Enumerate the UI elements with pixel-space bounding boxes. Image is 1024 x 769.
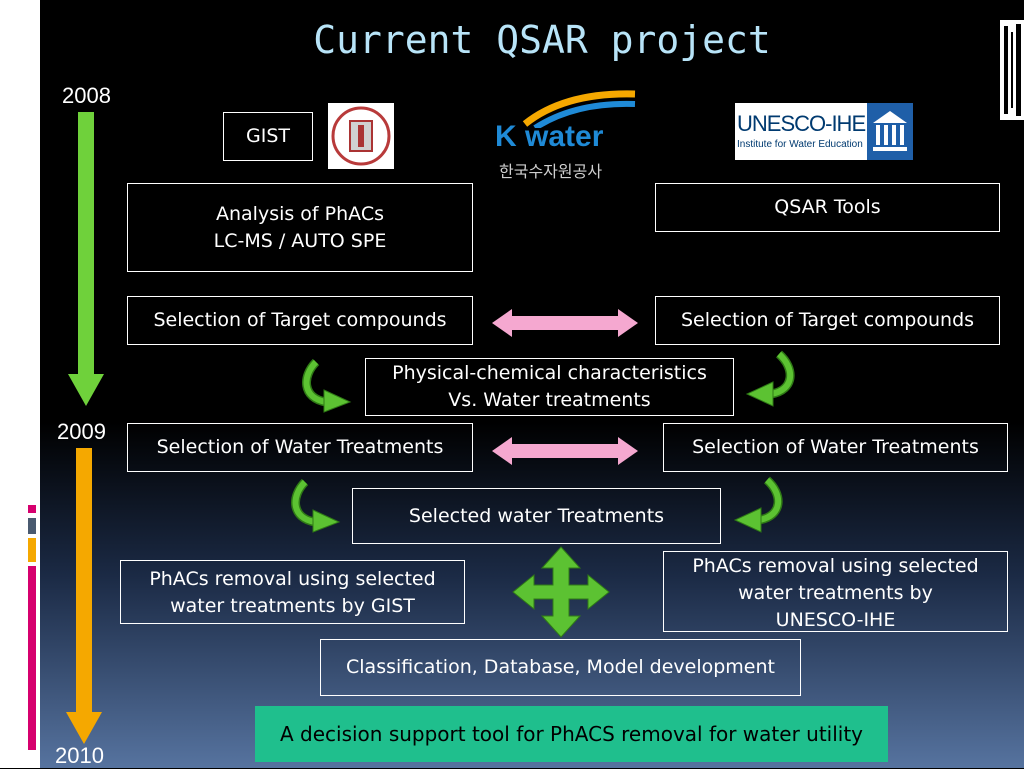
decorative-stripes [28,505,36,750]
double-arrow-icon [492,437,638,465]
double-arrow-icon [492,309,638,337]
decision-support-box: A decision support tool for PhACS remova… [255,706,888,762]
four-way-arrow-icon [512,546,610,638]
unesco-ihe-subtitle: Institute for Water Education [737,139,863,150]
analysis-line-2: LC-MS / AUTO SPE [213,229,387,252]
target-compounds-box-right: Selection of Target compounds [655,296,1000,345]
removal-unesco-line-2: water treatments by [738,582,933,604]
selected-treatments-label: Selected water Treatments [408,504,665,527]
analysis-box: Analysis of PhACs LC-MS / AUTO SPE [127,183,473,272]
timeline-arrow-2009-icon [66,448,102,744]
water-treatments-label-left: Selection of Water Treatments [156,436,444,458]
timeline-arrow-2008-icon [68,112,104,406]
kwater-name: K water [495,120,604,153]
physchem-line-2: Vs. Water treatments [448,389,651,411]
removal-gist-line-2: water treatments by GIST [170,595,415,617]
page-title: Current QSAR project [313,18,771,62]
selected-treatments-box: Selected water Treatments [352,488,721,544]
gist-label: GIST [246,125,290,147]
decision-support-label: A decision support tool for PhACS remova… [279,722,864,746]
removal-unesco-box: PhACs removal using selected water treat… [663,551,1008,632]
year-2010: 2010 [55,743,104,768]
unesco-ihe-logo: UNESCO-IHE Institute for Water Education [735,103,913,160]
year-2008: 2008 [62,83,111,108]
gist-logo-icon [328,103,394,169]
kwater-korean-name: 한국수자원공사 [499,162,603,181]
target-compounds-label-left: Selection of Target compounds [153,309,447,331]
physchem-line-1: Physical-chemical characteristics [392,362,707,384]
removal-gist-line-1: PhACs removal using selected [149,568,436,590]
removal-unesco-line-3: UNESCO-IHE [775,609,896,631]
gist-box: GIST [223,112,313,161]
kwater-swoosh-icon [522,90,636,128]
barcode-decoration [1000,20,1024,120]
water-treatments-box-left: Selection of Water Treatments [127,423,473,472]
curved-arrow-icon [291,478,341,533]
qsar-tools-box: QSAR Tools [655,183,1000,232]
kwater-logo: K water 한국수자원공사 [495,88,640,188]
year-2009: 2009 [57,419,106,444]
water-treatments-label-right: Selection of Water Treatments [692,436,979,458]
classification-box: Classification, Database, Model developm… [320,639,801,696]
water-treatments-box-right: Selection of Water Treatments [663,423,1008,472]
curved-arrow-icon [302,358,352,413]
qsar-tools-label: QSAR Tools [774,196,881,218]
target-compounds-box-left: Selection of Target compounds [127,296,473,345]
target-compounds-label-right: Selection of Target compounds [680,309,975,331]
physchem-box: Physical-chemical characteristics Vs. Wa… [365,358,734,416]
unesco-ihe-name: UNESCO-IHE [737,111,866,136]
curved-arrow-icon [745,350,795,407]
removal-gist-box: PhACs removal using selected water treat… [120,560,465,624]
removal-unesco-line-1: PhACs removal using selected [692,555,979,577]
unesco-temple-icon [867,103,913,160]
curved-arrow-icon [733,476,783,533]
classification-label: Classification, Database, Model developm… [346,656,775,678]
analysis-line-1: Analysis of PhACs [215,202,384,225]
